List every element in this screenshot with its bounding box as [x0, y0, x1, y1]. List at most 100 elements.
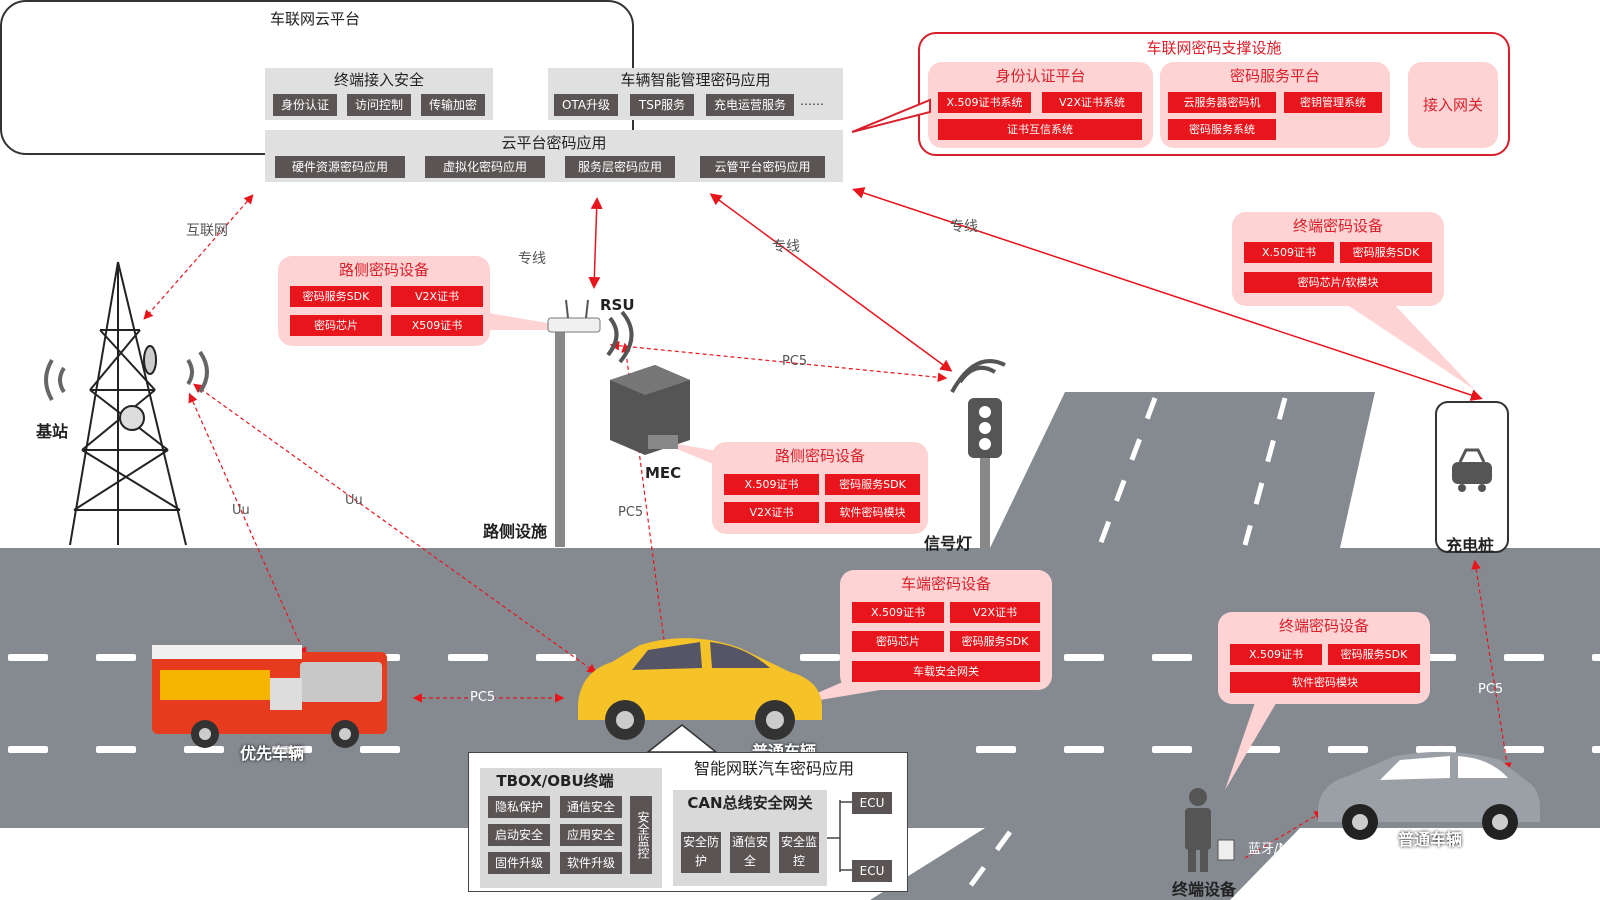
software-upgrade: 软件升级 — [560, 852, 622, 874]
rs2-v2x: V2X证书 — [724, 502, 819, 523]
cert-trust-system: 证书互信系统 — [938, 119, 1142, 140]
label-internet: 互联网 — [186, 223, 228, 239]
tower-icon — [69, 261, 187, 546]
app-security: 应用安全 — [560, 824, 622, 846]
roadside-device-1-title: 路侧密码设备 — [338, 261, 429, 279]
hardware-crypto: 硬件资源密码应用 — [275, 156, 405, 178]
tt-chip: 密码芯片/软模块 — [1244, 272, 1432, 293]
rs1-sdk: 密码服务SDK — [290, 286, 382, 307]
rs2-x509: X.509证书 — [724, 474, 819, 495]
label-roadside-facility: 路侧设施 — [483, 522, 548, 541]
lane-dash — [1592, 654, 1600, 661]
signal-waves-icon — [44, 350, 209, 402]
lane-dash — [8, 746, 48, 753]
tsp-service: TSP服务 — [630, 94, 694, 116]
vd-sdk: 密码服务SDK — [950, 631, 1040, 652]
cloud-mgmt-crypto: 云管平台密码应用 — [700, 156, 825, 178]
label-dedicated-2: 专线 — [772, 239, 800, 255]
traffic-light-icon — [950, 359, 1006, 548]
can-comm: 通信安全 — [730, 832, 770, 873]
rsu-pole-icon — [547, 299, 634, 547]
comm-security: 通信安全 — [560, 796, 622, 818]
label-dedicated-3: 专线 — [950, 219, 978, 235]
vd-gateway: 车载安全网关 — [852, 661, 1040, 682]
terminal-device-right: 终端密码设备 X.509证书 密码服务SDK 软件密码模块 — [1218, 612, 1430, 704]
label-base-station: 基站 — [36, 422, 69, 441]
person-icon — [1185, 788, 1235, 872]
label-priority-vehicle: 优先车辆 — [240, 744, 305, 763]
rs2-soft-module: 软件密码模块 — [825, 502, 920, 523]
charging-service: 充电运营服务 — [706, 94, 794, 116]
lane-dash — [1064, 746, 1104, 753]
terminal-access-title: 终端接入安全 — [333, 71, 424, 89]
vehicle-device-title: 车端密码设备 — [900, 575, 991, 593]
cloud-crypto-title: 云平台密码应用 — [501, 134, 607, 152]
transport-encrypt: 传输加密 — [421, 94, 485, 116]
ecu-2: ECU — [852, 860, 892, 882]
label-mec: MEC — [645, 464, 682, 482]
tt-x509: X.509证书 — [1244, 242, 1334, 263]
v2x-cert-system: V2X证书系统 — [1042, 92, 1142, 113]
security-monitor-side: 安全监控 — [630, 796, 652, 874]
side-road — [990, 392, 1375, 548]
lane-dash — [1504, 746, 1544, 753]
ecu-1: ECU — [852, 792, 892, 814]
label-pc5-rsu-car: PC5 — [618, 505, 644, 520]
tr-sdk: 密码服务SDK — [1328, 644, 1420, 665]
virtual-crypto: 虚拟化密码应用 — [425, 156, 545, 178]
tbox-title: TBOX/OBU终端 — [496, 772, 614, 790]
can-monitor: 安全监控 — [779, 832, 819, 873]
lane-dash — [800, 654, 840, 661]
lane-dash — [976, 746, 1016, 753]
terminal-right-callout — [1225, 688, 1285, 790]
lane-dash — [184, 746, 224, 753]
label-rsu: RSU — [600, 296, 635, 314]
label-traffic-light: 信号灯 — [924, 534, 973, 553]
service-layer-crypto: 服务层密码应用 — [565, 156, 675, 178]
support-title: 车联网密码支撑设施 — [1146, 39, 1282, 57]
lane-dash — [96, 746, 136, 753]
lane-dash — [360, 746, 400, 753]
vd-chip: 密码芯片 — [852, 631, 944, 652]
tbox-obu-group: TBOX/OBU终端 隐私保护 通信安全 启动安全 应用安全 固件升级 软件升级… — [480, 768, 662, 888]
access-control: 访问控制 — [347, 94, 411, 116]
lane-dash — [1152, 746, 1192, 753]
terminal-device-top: 终端密码设备 X.509证书 密码服务SDK 密码芯片/软模块 — [1232, 212, 1444, 306]
tt-sdk: 密码服务SDK — [1340, 242, 1432, 263]
ota-upgrade: OTA升级 — [554, 94, 618, 116]
charger-icon — [1435, 401, 1509, 553]
vd-v2x: V2X证书 — [950, 602, 1040, 623]
car-icon — [578, 638, 822, 740]
cloud-crypto-group: 云平台密码应用 硬件资源密码应用 虚拟化密码应用 服务层密码应用 云管平台密码应… — [265, 130, 843, 182]
lane-dash — [272, 746, 312, 753]
crypto-service-system: 密码服务系统 — [1168, 119, 1276, 140]
vd-x509: X.509证书 — [852, 602, 944, 623]
label-uu-1: Uu — [232, 503, 250, 518]
tr-x509: X.509证书 — [1230, 644, 1322, 665]
label-normal-vehicle-2: 普通车辆 — [1398, 830, 1463, 849]
identity-platform: 身份认证平台 X.509证书系统 V2X证书系统 证书互信系统 — [928, 62, 1153, 148]
lane-dash — [1416, 654, 1456, 661]
crypto-service-title: 密码服务平台 — [1229, 67, 1320, 85]
can-title: CAN总线安全网关 — [687, 794, 813, 812]
privacy-protect: 隐私保护 — [488, 796, 550, 818]
lane-dash — [8, 654, 48, 661]
label-pc5-rsu-light: PC5 — [782, 354, 808, 369]
boot-security: 启动安全 — [488, 824, 550, 846]
cloud-title: 车联网云平台 — [269, 10, 360, 28]
tr-soft-module: 软件密码模块 — [1230, 672, 1420, 693]
cloud-support-callout — [851, 98, 931, 133]
terminal-top-title: 终端密码设备 — [1292, 217, 1383, 235]
access-gateway: 接入网关 — [1408, 62, 1498, 148]
rs1-chip: 密码芯片 — [290, 315, 382, 336]
vehicle-mgmt-title: 车辆智能管理密码应用 — [620, 71, 771, 89]
terminal-access-group: 终端接入安全 身份认证 访问控制 传输加密 — [265, 68, 493, 120]
more-items: …… — [800, 94, 824, 108]
x509-cert-system: X.509证书系统 — [938, 92, 1031, 113]
cloud-crypto-machine: 云服务器密码机 — [1168, 92, 1276, 113]
lane-dash — [1152, 654, 1192, 661]
lane-dash — [1592, 746, 1600, 753]
roadside-device-2: 路侧密码设备 X.509证书 密码服务SDK V2X证书 软件密码模块 — [712, 442, 928, 534]
identity-auth: 身份认证 — [273, 94, 337, 116]
